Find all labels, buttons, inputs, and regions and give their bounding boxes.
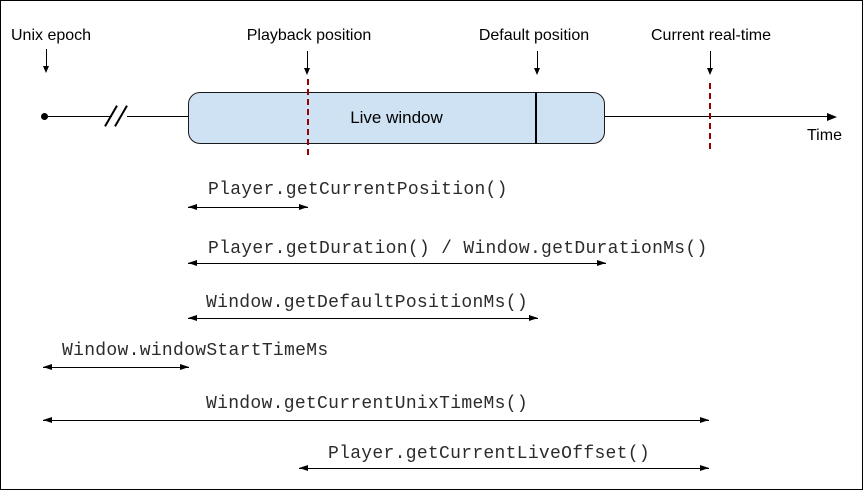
get-default-position-label: Window.getDefaultPositionMs() [206,293,528,313]
get-duration-label: Player.getDuration() / Window.getDuratio… [208,239,708,259]
live-window-label: Live window [350,108,443,127]
playback-position-pointer-arrow-icon [302,51,312,75]
default-position-label: Default position [478,27,590,44]
window-start-time-label: Window.windowStartTimeMs [62,341,329,361]
unix-epoch-label: Unix epoch [11,27,92,44]
time-axis-label: Time [807,127,842,144]
timeline-axis-segment-right [604,116,828,117]
window-start-time-range-arrow [43,363,189,372]
get-current-live-offset-range-arrow [299,464,709,473]
timeline-axis-segment-mid [127,116,188,117]
current-real-time-pointer-arrow-icon [705,51,715,75]
default-position-marker-line [535,92,537,144]
playback-position-label: Playback position [246,27,372,44]
default-position-pointer-arrow-icon [532,51,542,75]
time-axis-arrowhead-icon [827,112,837,121]
get-duration-range-arrow [188,259,606,268]
get-current-position-label: Player.getCurrentPosition() [208,180,508,200]
get-current-live-offset-label: Player.getCurrentLiveOffset() [328,444,650,464]
current-real-time-marker-line [709,83,711,152]
unix-epoch-pointer-arrow-icon [41,49,51,73]
get-current-position-range-arrow [188,203,308,212]
get-current-unix-time-label: Window.getCurrentUnixTimeMs() [206,394,528,414]
get-default-position-range-arrow [188,314,538,323]
playback-position-marker-line [307,79,309,157]
current-real-time-label: Current real-time [650,27,772,44]
get-current-unix-time-range-arrow [43,416,709,425]
timeline-axis-segment-left [44,116,112,117]
